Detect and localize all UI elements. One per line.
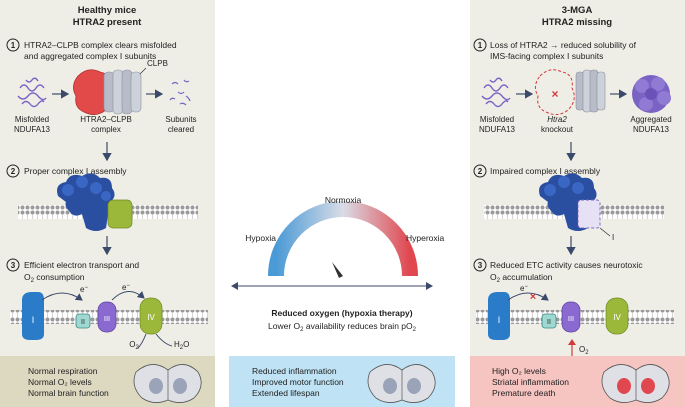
right-step1-line2: IMS-facing complex I subunits <box>490 51 603 61</box>
etc-complex-iv-icon <box>605 297 629 335</box>
etc-complex-iii-icon <box>97 301 117 333</box>
gauge-hypoxia: Hypoxia <box>245 233 276 243</box>
left-outcome-2: Normal O₂ levels <box>28 377 92 387</box>
brain-icon <box>367 364 436 403</box>
gauge-hyperoxia: Hyperoxia <box>406 233 445 243</box>
electron-arrow <box>507 292 549 301</box>
svg-text:3: 3 <box>11 261 16 270</box>
right-outcome-3: Premature death <box>492 388 556 398</box>
right-step3-line2: O2 accumulation <box>490 272 553 284</box>
blocked-x: × <box>530 291 536 303</box>
clpb-label: CLPB <box>147 59 168 68</box>
o2-label: O2 <box>129 340 139 351</box>
impaired-complex-i-icon <box>539 173 601 231</box>
middle-outcome-1: Reduced inflammation <box>252 366 337 376</box>
svg-text:NDUFA13: NDUFA13 <box>14 125 51 134</box>
oxygen-gauge <box>268 201 418 277</box>
svg-text:1: 1 <box>11 41 16 50</box>
electron-arrow <box>111 291 145 301</box>
htra2-knockout-icon <box>534 69 575 116</box>
therapy-title: Reduced oxygen (hypoxia therapy) <box>271 308 412 318</box>
misfolded-protein-icon <box>17 77 47 108</box>
electron-label: e− <box>80 285 88 294</box>
etc-complex-i-icon <box>22 292 44 340</box>
svg-text:2: 2 <box>11 167 16 176</box>
svg-text:I: I <box>498 315 501 325</box>
svg-text:cleared: cleared <box>168 125 194 134</box>
knockout-x: × <box>551 87 558 101</box>
svg-text:NDUFA13: NDUFA13 <box>633 125 670 134</box>
complex-label: I <box>612 233 614 242</box>
svg-text:1: 1 <box>478 41 483 50</box>
o2-label: O2 <box>579 345 589 356</box>
middle-outcome-3: Extended lifespan <box>252 388 320 398</box>
left-outcome-1: Normal respiration <box>28 366 98 376</box>
svg-text:IV: IV <box>613 313 621 322</box>
step-2-badge <box>473 164 487 178</box>
h2o-label: H2O <box>174 340 189 351</box>
clpb-icon <box>575 69 606 113</box>
svg-text:III: III <box>104 314 110 323</box>
step-2-badge <box>6 164 20 178</box>
aggregated-protein-icon <box>632 75 671 113</box>
complex-i-icon <box>57 173 133 231</box>
right-step1-line1: Loss of HTRA2 → reduced solubility of <box>490 40 637 50</box>
svg-text:Subunits: Subunits <box>165 115 196 124</box>
svg-text:NDUFA13: NDUFA13 <box>479 125 516 134</box>
clpb-icon <box>103 69 142 115</box>
right-subtitle: HTRA2 missing <box>542 17 612 28</box>
svg-text:II: II <box>81 319 85 326</box>
right-outcome-1: High O₂ levels <box>492 366 546 376</box>
step-1-badge <box>6 38 20 52</box>
svg-text:2: 2 <box>478 167 483 176</box>
svg-text:knockout: knockout <box>541 125 574 134</box>
left-outcome-3: Normal brain function <box>28 388 109 398</box>
etc-complex-i-icon <box>488 292 510 340</box>
svg-text:Misfolded: Misfolded <box>15 115 49 124</box>
svg-text:IV: IV <box>147 313 155 322</box>
electron-label: e− <box>122 283 130 292</box>
right-outcome-2: Striatal inflammation <box>492 377 569 387</box>
electron-arrow <box>41 292 83 301</box>
svg-text:3: 3 <box>478 261 483 270</box>
etc-complex-iii-icon <box>561 301 581 333</box>
brain-icon <box>601 364 670 403</box>
brain-icon <box>133 364 202 403</box>
cleared-subunits-icon <box>169 79 191 106</box>
left-step3-line1: Efficient electron transport and <box>24 260 139 270</box>
svg-text:complex: complex <box>91 125 121 134</box>
etc-complex-ii-icon <box>75 313 91 329</box>
misfolded-protein-icon <box>481 77 511 108</box>
left-step3-line2: O2 consumption <box>24 272 85 284</box>
svg-text:I: I <box>32 315 35 325</box>
left-step2-line: Proper complex I assembly <box>24 166 127 176</box>
svg-text:HTRA2–CLPB: HTRA2–CLPB <box>80 115 132 124</box>
svg-text:III: III <box>568 314 574 323</box>
step-1-badge <box>473 38 487 52</box>
gauge-needle <box>332 262 343 278</box>
left-title: Healthy mice <box>78 5 137 16</box>
left-subtitle: HTRA2 present <box>73 17 142 28</box>
left-step1-line2: and aggregated complex I subunits <box>24 51 156 61</box>
svg-text:Htra2: Htra2 <box>547 115 567 124</box>
right-step3-line1: Reduced ETC activity causes neurotoxic <box>490 260 643 270</box>
right-step2-line: Impaired complex I assembly <box>490 166 601 176</box>
etc-complex-ii-icon <box>541 313 557 329</box>
svg-text:Aggregated: Aggregated <box>630 115 671 124</box>
svg-text:Misfolded: Misfolded <box>480 115 514 124</box>
step-3-badge <box>473 258 487 272</box>
gauge-normoxia: Normoxia <box>325 195 362 205</box>
electron-label: e− <box>520 284 528 293</box>
step-3-badge <box>6 258 20 272</box>
therapy-description: Lower O2 availability reduces brain pO2 <box>268 321 417 333</box>
middle-outcome-2: Improved motor function <box>252 377 344 387</box>
etc-complex-iv-icon <box>139 297 163 335</box>
svg-text:II: II <box>547 319 551 326</box>
left-step1-line1: HTRA2–CLPB complex clears misfolded <box>24 40 177 50</box>
right-title: 3-MGA <box>562 5 593 16</box>
